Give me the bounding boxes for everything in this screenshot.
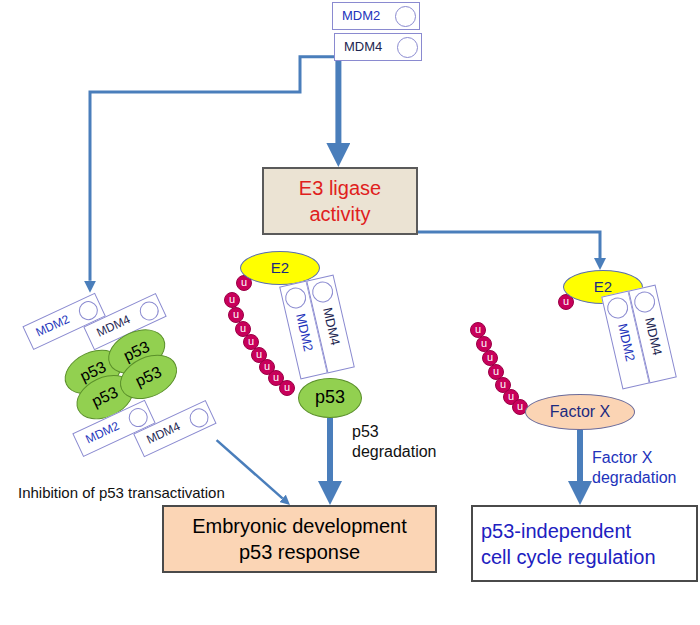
- node-text: MDM4: [640, 316, 665, 357]
- connector-arrow: [335, 61, 341, 143]
- node-text: p53-independent cell cycle regulation: [481, 518, 661, 570]
- ubiquitin-label: u: [236, 321, 250, 336]
- node-text: E3 ligase activity: [272, 175, 408, 227]
- ubiquitin-ball: [477, 337, 492, 352]
- ubiquitin-label: u: [252, 347, 266, 362]
- ubiquitin-label: u: [496, 377, 510, 392]
- node-text: MDM4: [318, 306, 343, 347]
- ubiquitin-ball: [471, 323, 486, 338]
- node-text: p53: [89, 382, 122, 412]
- ubiquitin-label: u: [513, 399, 527, 414]
- ubiquitin-ball: [229, 308, 244, 323]
- binding-circle: [283, 285, 308, 310]
- node-text: MDM2: [342, 8, 380, 25]
- ubiquitin-ball: [244, 335, 259, 350]
- ubiquitin-label: u: [483, 350, 497, 365]
- annotation-text: p53 degradation: [352, 422, 447, 462]
- ubiquitin-label: u: [280, 380, 294, 395]
- binding-circle: [397, 37, 418, 58]
- ubiquitin-label: u: [260, 359, 274, 374]
- binding-circle: [186, 405, 211, 430]
- ubiquitin-ball: [225, 293, 240, 308]
- factor-ellipse: Factor X: [525, 394, 635, 430]
- node-text: MDM2: [34, 312, 73, 341]
- connector-arrow: [384, 232, 600, 258]
- outcome-box: p53-independent cell cycle regulation: [471, 505, 698, 582]
- protein-box: MDM4: [334, 33, 422, 61]
- node-text: Factor X: [550, 402, 610, 423]
- node-text: Embryonic development p53 response: [185, 513, 415, 565]
- connector-arrow: [217, 440, 283, 498]
- ubiquitin-label: u: [559, 294, 573, 309]
- node-text: MDM2: [291, 312, 316, 353]
- binding-circle: [632, 289, 657, 314]
- node-text: MDM2: [613, 322, 638, 363]
- ubiquitin-label: u: [471, 322, 485, 337]
- ubiquitin-ball: [236, 322, 251, 337]
- ubiquitin-label: u: [477, 336, 491, 351]
- ubiquitin-label: u: [269, 370, 283, 385]
- ubiquitin-label: u: [244, 334, 258, 349]
- activity-box: E3 ligase activity: [262, 167, 418, 235]
- binding-circle: [395, 6, 416, 27]
- binding-circle: [310, 279, 335, 304]
- binding-circle: [136, 298, 161, 323]
- connector-arrow: [327, 418, 333, 481]
- node-text: p53: [132, 362, 165, 392]
- node-text: p53: [315, 386, 345, 409]
- ubiquitin-label: u: [225, 292, 239, 307]
- p53-ellipse: p53: [298, 378, 362, 418]
- binding-circle: [605, 295, 630, 320]
- complex-group: MDM2MDM4p53p53p53p53MDM2MDM4: [22, 269, 216, 480]
- ubiquitin-label: u: [229, 307, 243, 322]
- annotation-text: Inhibition of p53 transactivation: [18, 484, 225, 503]
- annotation-text: Factor X degradation: [592, 448, 692, 488]
- ubiquitin-label: u: [489, 364, 503, 379]
- connector-arrow: [577, 430, 583, 481]
- node-text: MDM2: [84, 419, 123, 448]
- ubiquitin-label: u: [237, 275, 251, 290]
- ubiquitin-ball: [483, 351, 498, 366]
- ubiquitin-label: u: [504, 389, 518, 404]
- ubiquitin-ball: [280, 381, 295, 396]
- node-text: MDM4: [344, 39, 382, 56]
- protein-box: MDM2: [332, 2, 420, 30]
- outcome-box: Embryonic development p53 response: [162, 505, 437, 573]
- node-text: E2: [271, 258, 289, 278]
